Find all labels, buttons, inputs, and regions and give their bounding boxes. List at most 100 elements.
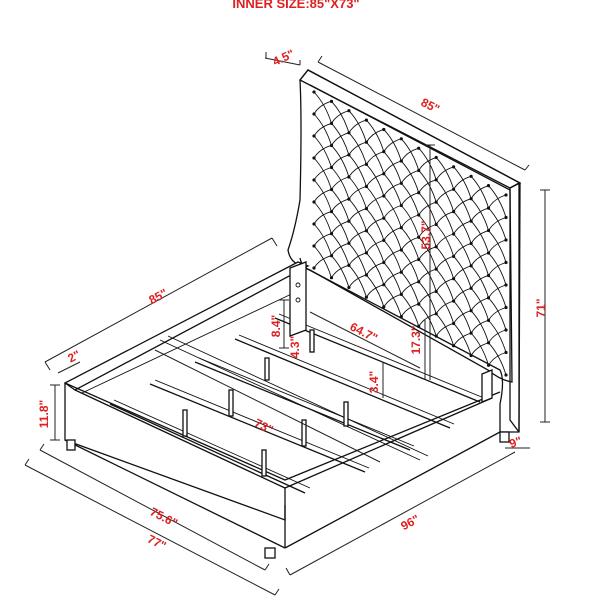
tuft-seam: [488, 230, 507, 263]
tuft-seam: [383, 284, 402, 317]
tuft-seam: [383, 129, 402, 162]
tuft-seam: [435, 201, 455, 235]
tuft-seam: [313, 100, 332, 115]
tuft-seam: [366, 186, 385, 219]
tuft-seam: [348, 208, 367, 222]
tuft-button: [417, 324, 421, 328]
tuft-seam: [435, 255, 454, 270]
tuft-seam: [313, 113, 332, 146]
tuft-seam: [313, 122, 332, 137]
tuft-button: [504, 373, 508, 377]
tuft-seam: [418, 170, 437, 203]
tuft-seam: [383, 240, 402, 273]
tuft-seam: [365, 217, 384, 232]
tuft-button: [382, 305, 386, 309]
tuft-seam: [488, 207, 507, 241]
leg-front-left: [66, 439, 76, 451]
tuft-seam: [418, 157, 437, 171]
tuft-seam: [348, 220, 367, 254]
tuft-button: [469, 353, 473, 358]
tuft-button: [329, 276, 334, 280]
tuft-seam: [453, 211, 472, 244]
tuft-seam: [313, 189, 332, 203]
leg-back-right: [499, 431, 510, 443]
dim-overall-length: 96": [398, 512, 421, 533]
tuft-seam: [488, 217, 507, 231]
tuft-seam: [488, 320, 507, 353]
tuft-seam: [331, 233, 350, 266]
tuft-seam: [435, 323, 454, 337]
tuft-seam: [470, 198, 489, 231]
tuft-seam: [488, 185, 507, 218]
tuft-seam: [488, 194, 507, 209]
title: INNER SIZE:85"X73": [232, 0, 359, 11]
tuft-seam: [366, 252, 385, 285]
tuft-seam: [435, 211, 454, 225]
tuft-seam: [313, 201, 332, 234]
tuft-seam: [331, 211, 350, 244]
dim-slat-height: 3.4": [367, 371, 381, 393]
tuft-seam: [400, 205, 420, 238]
tuft-seam: [383, 160, 402, 175]
slats: [109, 261, 493, 494]
tuft-seam: [383, 249, 402, 263]
tuft-button: [504, 283, 508, 287]
tuft-seam: [470, 185, 489, 199]
tuft-seam: [331, 110, 350, 124]
tuft-seam: [453, 243, 472, 257]
tuft-seam: [348, 154, 367, 187]
tuft-seam: [366, 119, 385, 152]
tuft-seam: [470, 275, 489, 289]
tuft-seam: [418, 147, 437, 180]
tuft-seam: [470, 220, 489, 254]
tuft-seam: [348, 274, 367, 288]
tuft-seam: [400, 249, 420, 282]
tuft-seam: [435, 313, 455, 346]
tuft-button: [364, 295, 368, 299]
tuft-seam: [453, 332, 472, 347]
tuft-seam: [331, 198, 350, 212]
tuft-seam: [365, 129, 384, 143]
tuft-seam: [313, 233, 332, 247]
tuft-button: [504, 260, 508, 265]
tuft-seam: [435, 246, 455, 279]
tuft-seam: [365, 195, 384, 209]
tuft-seam: [383, 195, 402, 228]
dim-foot-width-inner: 75.6": [148, 505, 180, 531]
tuft-seam: [400, 227, 420, 260]
tuft-seam: [331, 154, 350, 168]
tuft-seam: [418, 214, 437, 247]
tuft-seam: [348, 176, 367, 209]
bed-base: [63, 261, 510, 559]
dim-slat-post-upper: 8.4": [269, 315, 283, 337]
tuft-seam: [488, 239, 507, 254]
tuft-seam: [400, 236, 419, 251]
tuft-seam: [453, 256, 472, 289]
dim-tuft-height: 53.7": [419, 220, 433, 249]
tuft-seam: [313, 145, 332, 159]
tuft-button: [504, 238, 508, 242]
tuft-seam: [331, 264, 350, 278]
tuft-seam: [400, 182, 420, 216]
tuft-seam: [365, 262, 384, 276]
tuft-seam: [366, 274, 385, 308]
tuft-button: [504, 215, 508, 220]
tuft-seam: [383, 293, 402, 308]
tuft-seam: [488, 275, 507, 308]
tuft-seam: [331, 242, 350, 256]
tuft-seam: [470, 297, 489, 311]
tuft-seam: [348, 198, 367, 231]
tuft-seam: [365, 151, 384, 165]
tuft-seam: [400, 160, 420, 193]
tuft-seam: [313, 167, 332, 181]
tuft-seam: [435, 233, 454, 248]
tuft-button: [399, 315, 403, 319]
tuft-seam: [488, 262, 507, 276]
tuft-seam: [418, 303, 437, 337]
tuft-seam: [470, 319, 489, 334]
tuft-seam: [331, 123, 350, 156]
tuft-seam: [418, 179, 437, 193]
tuft-seam: [435, 278, 454, 292]
tuft-seam: [418, 246, 437, 260]
tuft-seam: [418, 259, 437, 292]
